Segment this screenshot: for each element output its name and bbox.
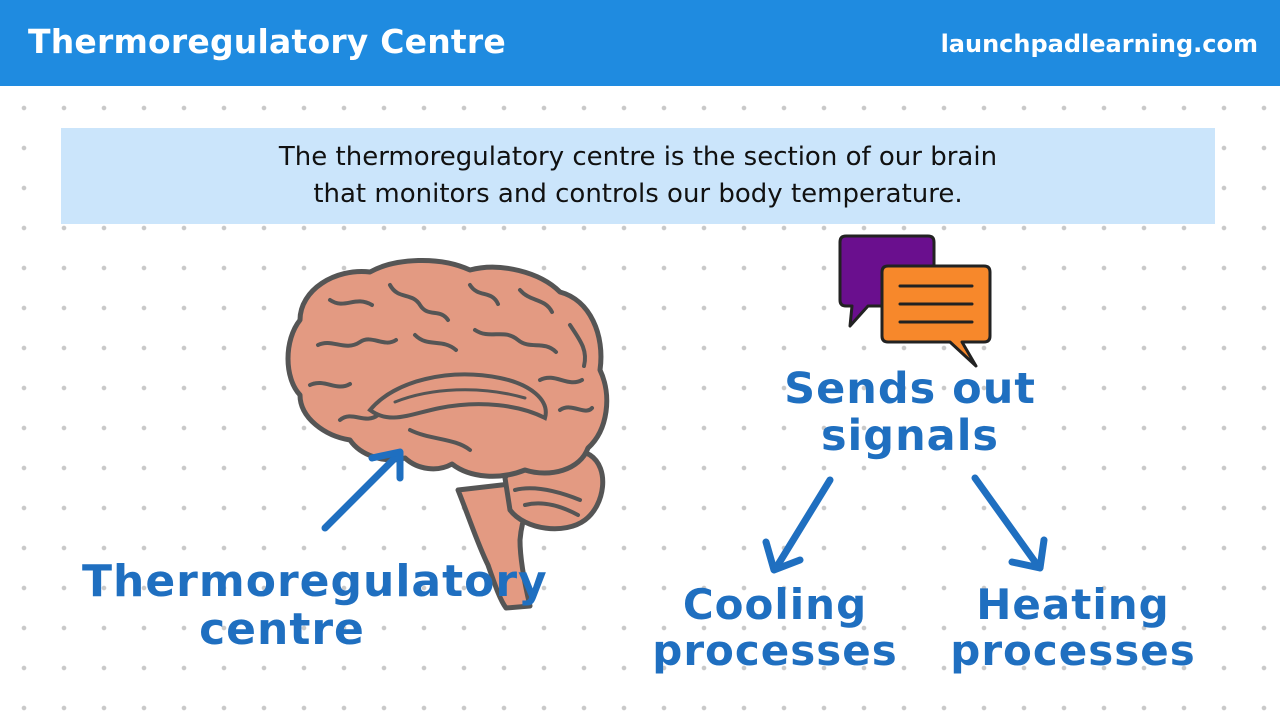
site-url: launchpadlearning.com (940, 30, 1258, 58)
arrow-to-heating (971, 474, 1042, 570)
signals-label-line-2: signals (820, 411, 1000, 462)
brain-label-line-2: centre (199, 604, 365, 656)
header-bar: Thermoregulatory Centre launchpadlearnin… (0, 0, 1280, 86)
signals-label: Sends out signals (780, 364, 1040, 462)
page-title: Thermoregulatory Centre (28, 22, 506, 61)
definition-line-1: The thermoregulatory centre is the secti… (278, 142, 998, 172)
heating-label-line-2: processes (950, 626, 1196, 676)
signals-label-line-1: Sends out (784, 364, 1036, 414)
brain-label: Thermoregulatory centre (82, 556, 548, 656)
definition-line-2: that monitors and controls our body temp… (313, 179, 963, 209)
cooling-label-line-2: processes (652, 626, 898, 676)
definition-box: The thermoregulatory centre is the secti… (61, 128, 1215, 224)
arrow-icon (321, 448, 404, 532)
arrow-to-cooling (772, 476, 834, 572)
cooling-label: Cooling processes (650, 580, 900, 676)
cooling-label-line-1: Cooling (682, 580, 868, 629)
brain-label-line-1: Thermoregulatory (82, 556, 548, 607)
heating-label: Heating processes (948, 580, 1198, 676)
heating-label-line-1: Heating (976, 580, 1170, 629)
